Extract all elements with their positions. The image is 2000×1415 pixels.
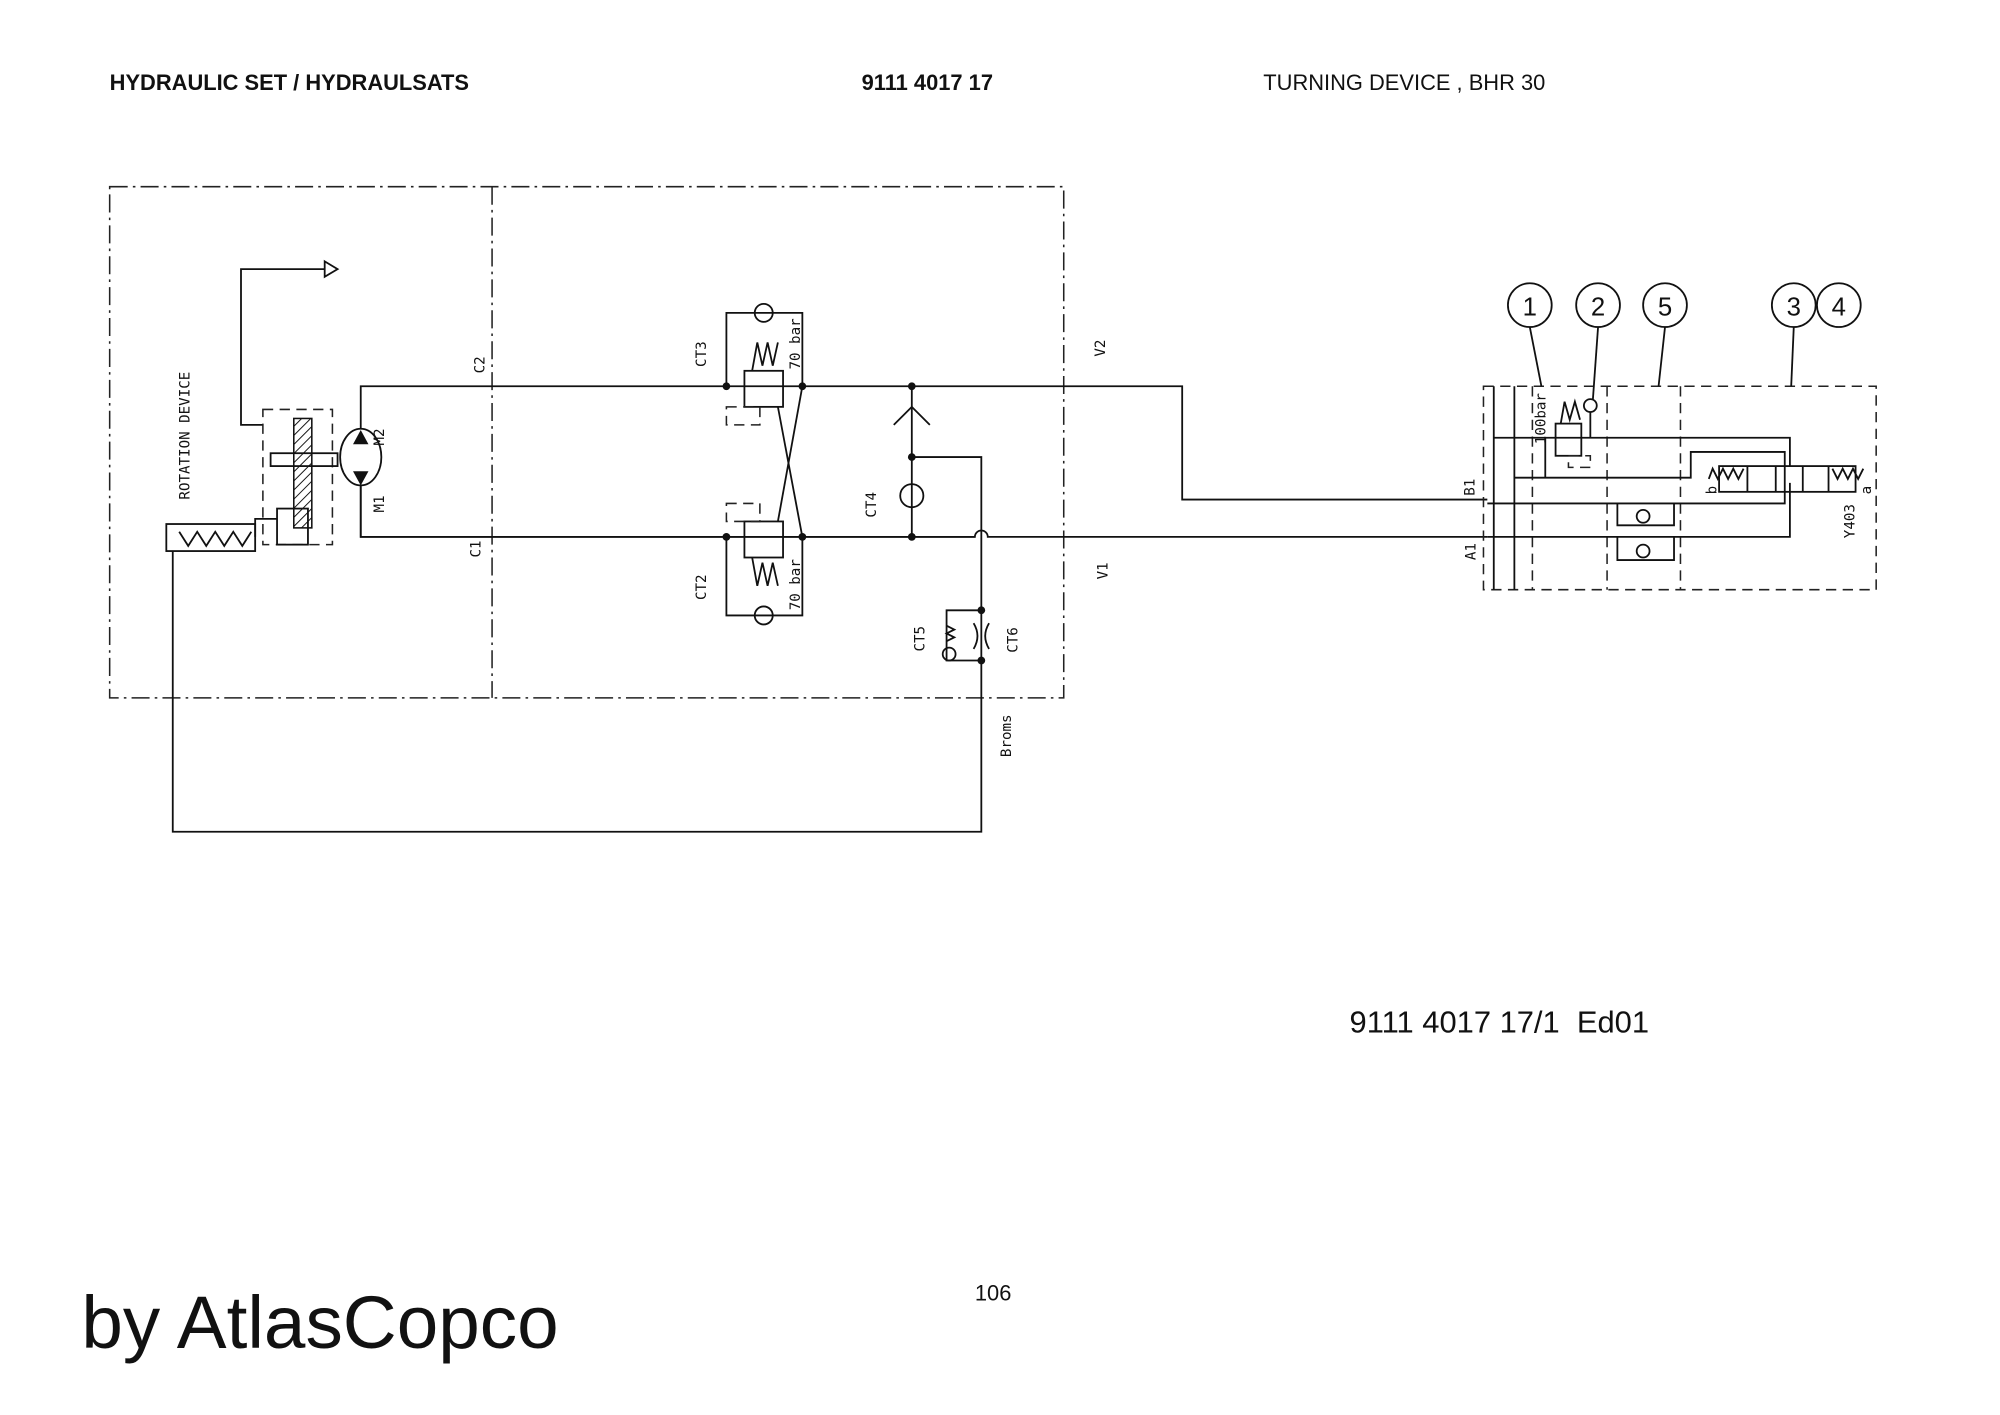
ct6-label: CT6 — [1005, 627, 1021, 653]
ct4-label: CT4 — [864, 492, 880, 518]
relief-pilot — [1567, 455, 1592, 469]
ct5-spring-icon — [944, 624, 957, 642]
port-a1: A1 — [1464, 543, 1480, 560]
y403-label: Y403 — [1842, 504, 1858, 538]
ct2-pressure: 70 bar — [788, 559, 804, 610]
callout-3: 3 — [1770, 282, 1817, 387]
port-c2: C2 — [472, 356, 488, 373]
svg-text:3: 3 — [1787, 293, 1801, 321]
port-v1: V1 — [1096, 562, 1112, 579]
brake-link — [254, 517, 278, 537]
ct3-pressure: 70 bar — [788, 318, 804, 369]
port-m1: M1 — [372, 495, 388, 512]
page-number: 106 — [975, 1280, 1012, 1305]
brake-spring-icon — [178, 530, 253, 548]
pressure-line — [1493, 436, 1791, 467]
relief-pressure: 100bar — [1533, 393, 1549, 444]
brake-cylinder — [165, 523, 257, 552]
drain-line — [240, 268, 325, 426]
ct5-bypass — [945, 609, 982, 662]
rotation-device-label: ROTATION DEVICE — [177, 372, 193, 500]
line-c1-v1 — [359, 485, 975, 538]
svg-text:1: 1 — [1523, 293, 1537, 321]
directional-valve-y403 — [1718, 465, 1857, 493]
callout-1: 1 — [1507, 282, 1553, 387]
port-c1: C1 — [468, 540, 484, 557]
shaft — [269, 452, 339, 467]
tank-line — [1487, 451, 1786, 505]
throttle-b-bypass — [1616, 503, 1675, 527]
turning-device-boundary — [108, 185, 1065, 699]
svg-text:2: 2 — [1591, 293, 1605, 321]
line-c2-v2 — [359, 385, 1488, 501]
ct6-orifice-icon — [972, 622, 990, 650]
device-description: TURNING DEVICE , BHR 30 — [1263, 70, 1545, 95]
ct5-check-valve-icon — [941, 646, 957, 662]
gear-icon — [293, 417, 313, 529]
page-title: HYDRAULIC SET / HYDRAULSATS — [110, 70, 469, 95]
throttle-a-bypass — [1616, 536, 1675, 561]
ct2-bypass — [725, 536, 804, 617]
port-broms: Broms — [999, 714, 1015, 757]
drawing-reference: 9111 4017 17/1 Ed01 — [1350, 1005, 1649, 1040]
pilot-cross-b — [777, 386, 804, 522]
callout-4: 4 — [1816, 282, 1862, 328]
brake-block — [276, 507, 309, 546]
solenoid-spring-a-icon — [1831, 466, 1865, 481]
solenoid-spring-b-icon — [1707, 466, 1745, 481]
ct3-pilot — [725, 406, 761, 426]
relief-spring-icon — [1559, 398, 1581, 424]
ct2-check-valve-icon — [753, 605, 774, 626]
shuttle-chevron-icon — [893, 405, 931, 426]
port-b1: B1 — [1462, 479, 1478, 496]
ct3-label: CT3 — [694, 341, 710, 367]
ct2-label: CT2 — [694, 574, 710, 600]
solenoid-b: b — [1705, 486, 1721, 495]
drain-arrow-icon — [323, 259, 340, 279]
port-v2: V2 — [1093, 340, 1109, 357]
throttle-check-a-icon — [1635, 543, 1651, 559]
motor-arrow-bottom — [353, 471, 369, 486]
ct3-check-valve-icon — [753, 302, 774, 323]
port-m2: M2 — [372, 428, 388, 445]
ct3-bypass — [725, 311, 804, 387]
solenoid-a: a — [1859, 486, 1875, 495]
pilot-cross-a — [777, 406, 804, 538]
svg-text:4: 4 — [1832, 293, 1846, 321]
a-line — [1487, 482, 1791, 538]
line-v1 — [359, 485, 1488, 538]
relief-valve — [1554, 422, 1583, 457]
svg-text:5: 5 — [1658, 293, 1672, 321]
ct4-check-valve-icon — [899, 483, 925, 509]
ct3-valve — [743, 369, 784, 408]
check-valve-2-icon — [1582, 398, 1598, 413]
motor-arrow-top — [353, 430, 369, 445]
ct2-pilot — [725, 502, 761, 523]
throttle-check-b-icon — [1635, 508, 1651, 524]
ct5-label: CT5 — [913, 626, 929, 652]
ct2-spring-icon — [751, 557, 779, 587]
part-number: 9111 4017 17 — [862, 70, 993, 95]
brake-line — [171, 456, 983, 833]
ct2-valve — [743, 520, 784, 559]
callout-2: 2 — [1575, 282, 1621, 400]
brand-footer: by AtlasCopco — [81, 1280, 558, 1364]
ct3-spring-icon — [751, 342, 779, 371]
callout-5: 5 — [1642, 282, 1688, 387]
